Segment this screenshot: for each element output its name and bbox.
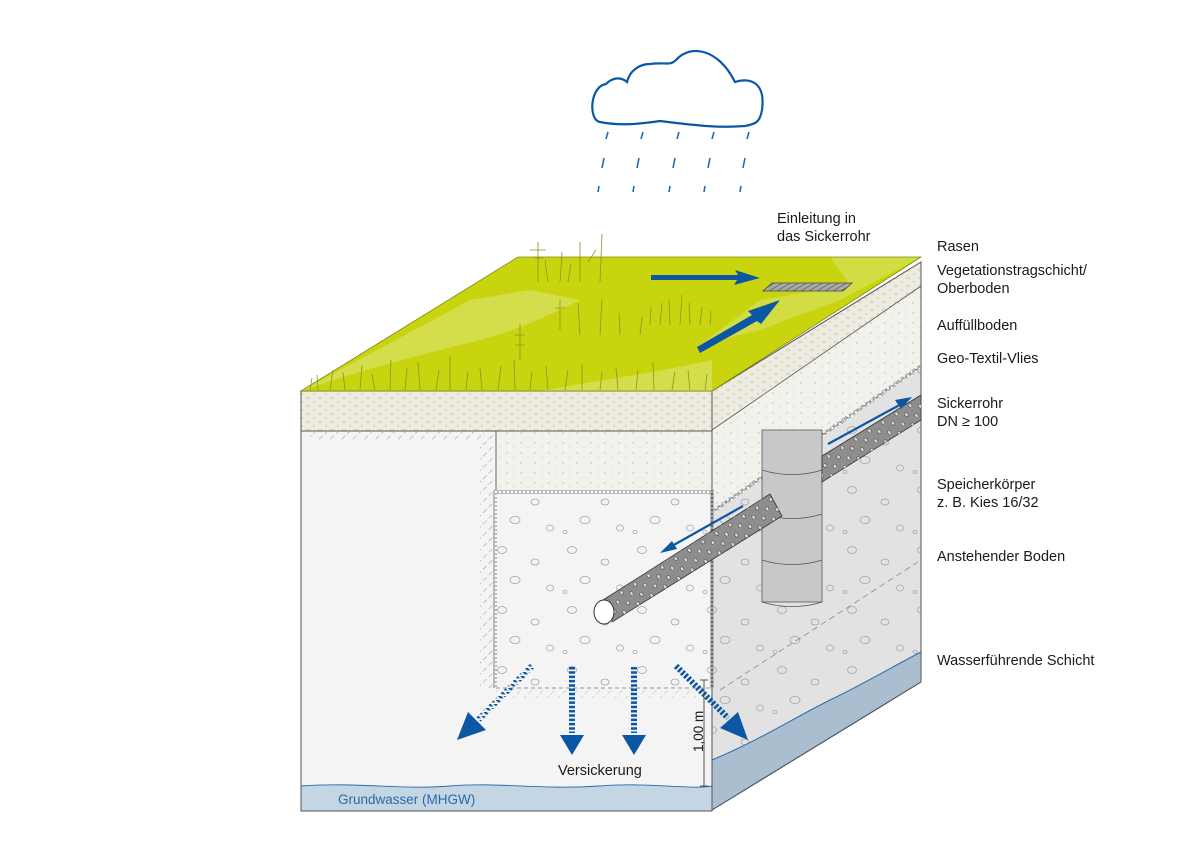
dimension-line xyxy=(700,679,708,787)
label-geotextil: Geo-Textil-Vlies xyxy=(937,351,1039,367)
grass-blades-icon xyxy=(309,233,712,391)
label-vegetation-line1: Vegetationstragschicht/ xyxy=(937,263,1087,279)
label-anstehender-boden: Anstehender Boden xyxy=(937,549,1066,565)
inlet-grate-icon xyxy=(761,282,854,292)
label-sickerrohr-line2: DN ≥ 100 xyxy=(937,414,999,430)
label-inlet-line1: Einleitung in xyxy=(777,211,856,227)
label-speicherkoerper-line2: z. B. Kies 16/32 xyxy=(937,495,1039,511)
label-vegetation: Vegetationstragschicht/ Oberboden xyxy=(937,262,1087,298)
label-grundwasser: Grundwasser (MHGW) xyxy=(338,792,476,807)
label-inlet: Einleitung in das Sickerrohr xyxy=(777,210,870,246)
cloud-icon xyxy=(591,49,764,128)
perforated-pipe-icon xyxy=(593,394,922,625)
label-inlet-line2: das Sickerrohr xyxy=(777,229,871,245)
rain-icon xyxy=(597,131,750,193)
block-front-face xyxy=(300,390,714,812)
label-auffuellboden: Auffüllboden xyxy=(937,318,1018,334)
infiltration-arrow-icon xyxy=(457,663,748,755)
label-sickerrohr-line1: Sickerrohr xyxy=(937,396,1004,412)
label-dimension: 1,00 m xyxy=(691,710,706,752)
label-sickerrohr: Sickerrohr DN ≥ 100 xyxy=(937,395,1003,431)
label-wasserfuehrende-schicht: Wasserführende Schicht xyxy=(937,653,1095,669)
pipe-flow-arrow-icon xyxy=(660,397,912,553)
label-speicherkoerper-line1: Speicherkörper xyxy=(937,477,1036,493)
label-vegetation-line2: Oberboden xyxy=(937,281,1010,297)
label-rasen: Rasen xyxy=(937,239,979,255)
label-speicherkoerper: Speicherkörper z. B. Kies 16/32 xyxy=(937,476,1039,512)
label-versickerung: Versickerung xyxy=(558,763,642,779)
surface-flow-arrow-icon xyxy=(651,270,780,353)
